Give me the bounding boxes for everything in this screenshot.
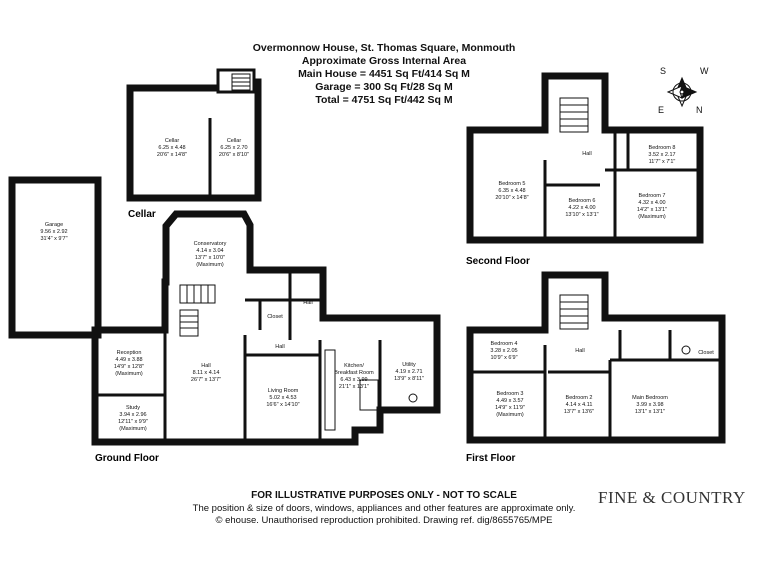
compass-n: N	[696, 105, 703, 115]
room-hall-small-a: Hall	[303, 300, 312, 306]
compass-icon	[666, 76, 698, 108]
room-hall-second: Hall	[582, 151, 591, 157]
ground-floor-walls	[91, 210, 441, 446]
room-hall-first: Hall	[575, 348, 584, 354]
floor-label-first: First Floor	[466, 453, 516, 464]
floor-label-cellar: Cellar	[128, 209, 156, 220]
plan-title: Overmonnow House, St. Thomas Square, Mon…	[252, 42, 516, 54]
compass-w: W	[700, 66, 709, 76]
garage-walls	[8, 176, 102, 339]
floor-label-second: Second Floor	[466, 256, 530, 267]
room-hall-small-b: Hall	[275, 344, 284, 350]
compass-s: S	[660, 66, 666, 76]
brand-logo: FINE & COUNTRY	[598, 488, 746, 507]
plan-subtitle: Approximate Gross Internal Area	[301, 55, 467, 67]
copyright-text: © ehouse. Unauthorised reproduction proh…	[215, 515, 553, 526]
floor-label-ground: Ground Floor	[95, 453, 159, 464]
total-area: Total = 4751 Sq Ft/442 Sq M	[315, 94, 453, 106]
disclaimer-text: The position & size of doors, windows, a…	[192, 503, 576, 514]
compass-e: E	[658, 105, 664, 115]
room-closet-first: Closet	[698, 350, 714, 356]
garage-area: Garage = 300 Sq Ft/28 Sq M	[315, 81, 453, 93]
first-floor-walls	[466, 271, 726, 444]
room-closet-ground: Closet	[267, 314, 283, 320]
second-floor-walls	[466, 72, 704, 244]
illustrative-notice: FOR ILLUSTRATIVE PURPOSES ONLY - NOT TO …	[251, 490, 517, 501]
main-house-area: Main House = 4451 Sq Ft/414 Sq M	[298, 68, 470, 80]
